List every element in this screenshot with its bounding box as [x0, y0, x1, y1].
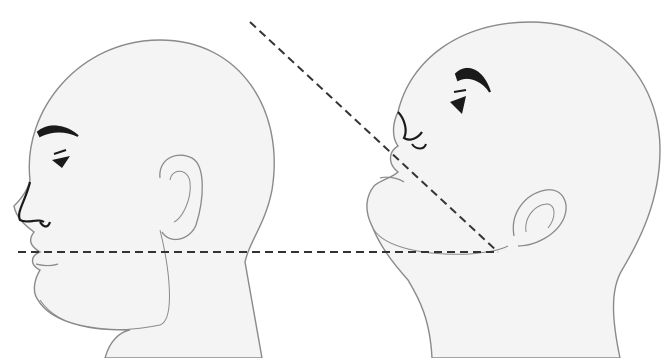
extended-head — [367, 22, 660, 358]
neutral-ear — [160, 155, 202, 239]
neutral-head-outline — [14, 40, 274, 358]
neutral-head — [14, 40, 274, 358]
extended-head-outline — [367, 22, 660, 358]
